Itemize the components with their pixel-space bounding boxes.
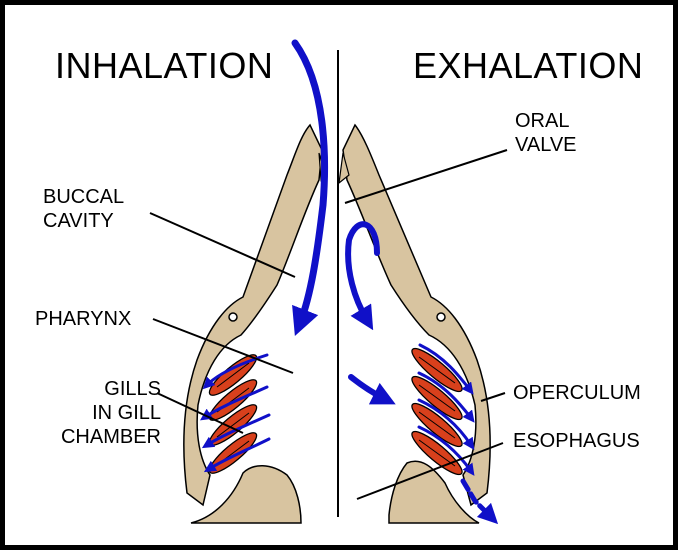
right-jaw-hinge xyxy=(436,312,446,322)
oral-valve-leader-line xyxy=(344,149,508,204)
right-gill-arrow-3 xyxy=(417,398,475,450)
left-jaw-hinge xyxy=(228,312,238,322)
left-gill-arrow-4 xyxy=(203,437,271,473)
fish-respiration-diagram xyxy=(149,39,508,525)
pharynx-label: PHARYNX xyxy=(35,308,132,330)
oral-valve-label: ORAL VALVE xyxy=(515,110,577,156)
buccal-cavity-label: BUCCAL CAVITY xyxy=(43,186,125,232)
right-gill-arrow-1 xyxy=(418,343,474,395)
right-buccal-flow-arrow xyxy=(345,221,380,331)
left-main-flow-arrow xyxy=(291,39,329,337)
gills-label: GILLS IN GILL CHAMBER xyxy=(60,378,161,448)
operculum-label: OPERCULUM xyxy=(513,382,641,404)
right-gill-arrow-4 xyxy=(417,425,475,476)
operculum-leader-line xyxy=(480,392,506,402)
esophagus-label: ESOPHAGUS xyxy=(513,430,640,452)
buccal-leader-line xyxy=(149,212,296,278)
right-pharynx-flow-arrow xyxy=(348,374,396,405)
right-upper-jaw xyxy=(342,123,491,507)
right-oral-valve xyxy=(338,152,350,185)
left-gill-arrow-1 xyxy=(202,353,269,390)
gills-leader-line xyxy=(156,392,244,434)
esophagus-leader-line xyxy=(356,442,504,500)
inhalation-title: INHALATION xyxy=(55,45,274,86)
pharynx-leader-line xyxy=(152,318,294,374)
right-exit-flow-arrow xyxy=(460,478,499,525)
left-gill-arrow-2 xyxy=(200,385,269,421)
right-gill-arrow-2 xyxy=(417,371,475,423)
exhalation-title: EXHALATION xyxy=(413,45,644,86)
left-upper-jaw xyxy=(183,123,323,507)
left-lower-jaw xyxy=(190,465,302,524)
